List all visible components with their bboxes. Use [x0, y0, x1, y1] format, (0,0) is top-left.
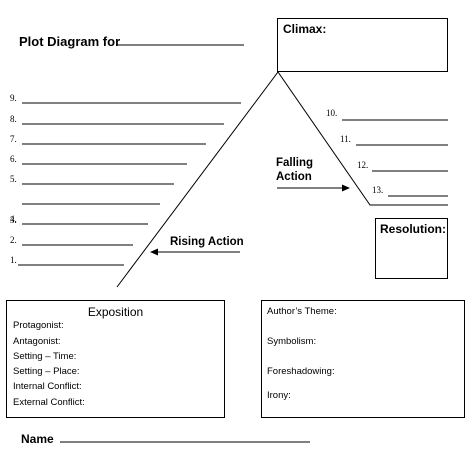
left-blank-lines [18, 102, 241, 266]
plot-mountain-line [116, 71, 448, 288]
line-number-7: 7. [10, 134, 17, 144]
falling-action-label: Falling Action [276, 156, 313, 184]
page-title: Plot Diagram for [19, 34, 121, 49]
climax-label: Climax: [283, 22, 327, 36]
line-number-11: 11. [340, 134, 351, 144]
falling-action-line-2: Action [276, 171, 312, 183]
falling-action-arrow [277, 184, 350, 192]
line-number-6: 6. [10, 154, 17, 164]
authors-theme-label: Author’s Theme: [267, 306, 337, 317]
exposition-box: Exposition Protagonist: Antagonist: Sett… [6, 300, 225, 418]
line-number-1: 1. [10, 255, 17, 265]
external-conflict-label: External Conflict: [13, 397, 85, 408]
exposition-heading: Exposition [87, 305, 144, 319]
protagonist-label: Protagonist: [13, 320, 64, 331]
rising-action-arrow [150, 248, 240, 256]
internal-conflict-label: Internal Conflict: [13, 381, 82, 392]
climax-box: Climax: [277, 18, 448, 72]
foreshadowing-label: Foreshadowing: [267, 366, 335, 377]
setting-place-label: Setting – Place: [13, 366, 80, 377]
right-blank-lines [342, 119, 448, 197]
line-number-9: 9. [10, 93, 17, 103]
line-number-2: 2. [10, 235, 17, 245]
line-number-4: 4. [10, 214, 17, 224]
line-number-8: 8. [10, 114, 17, 124]
literary-elements-box: Author’s Theme: Symbolism: Foreshadowing… [261, 300, 465, 418]
name-label: Name [21, 432, 54, 446]
setting-time-label: Setting – Time: [13, 351, 77, 362]
irony-label: Irony: [267, 390, 291, 401]
line-number-13: 13. [372, 185, 384, 195]
symbolism-label: Symbolism: [267, 336, 317, 347]
line-number-5: 5. [10, 174, 17, 184]
resolution-label: Resolution: [380, 222, 446, 236]
rising-action-label: Rising Action [170, 236, 244, 248]
falling-action-line-1: Falling [276, 157, 314, 169]
line-number-10: 10. [326, 108, 338, 118]
resolution-box: Resolution: [375, 218, 448, 279]
line-number-3: 3. [10, 215, 17, 225]
antagonist-label: Antagonist: [13, 336, 61, 347]
line-number-12: 12. [357, 160, 369, 170]
